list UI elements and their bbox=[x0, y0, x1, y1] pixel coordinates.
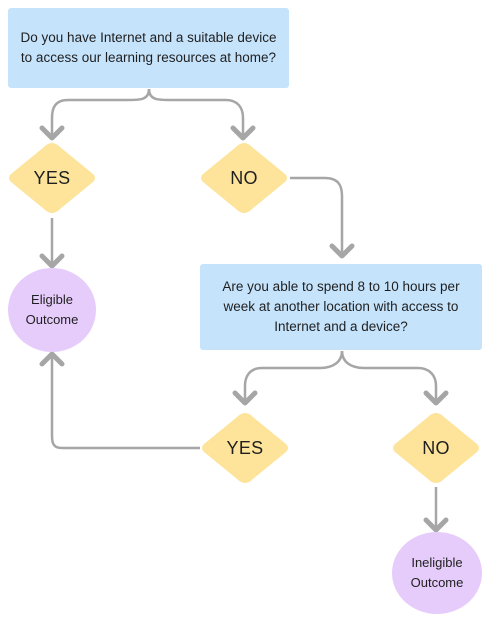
outcome-ineligible: Ineligible Outcome bbox=[392, 532, 482, 614]
question-line: to access our learning resources at home… bbox=[20, 50, 277, 65]
connector-q2-to-no bbox=[340, 350, 449, 406]
question-other-location: Are you able to spend 8 to 10 hours per … bbox=[200, 264, 482, 350]
connector-q2-to-yes bbox=[232, 350, 344, 406]
diamond-shape bbox=[393, 413, 479, 483]
connector-no-to-q2 bbox=[290, 176, 355, 259]
connector-yes2-to-eligible bbox=[39, 351, 200, 450]
decision-no-2: NO bbox=[391, 410, 481, 486]
question-line: Do you have Internet and a suitable devi… bbox=[20, 30, 277, 45]
question-line: Are you able to spend 8 to 10 hours per bbox=[222, 279, 460, 294]
question-line: Internet and a device? bbox=[274, 319, 408, 334]
diamond-shape bbox=[201, 143, 287, 213]
decision-yes-1: YES bbox=[7, 140, 97, 216]
decision-label: YES bbox=[33, 167, 71, 188]
outcome-line: Eligible bbox=[31, 292, 73, 307]
outcome-line: Outcome bbox=[25, 312, 79, 327]
question-internet-device: Do you have Internet and a suitable devi… bbox=[8, 8, 289, 88]
outcome-eligible: Eligible Outcome bbox=[8, 268, 96, 352]
diamond-shape bbox=[202, 413, 288, 483]
decision-label: NO bbox=[422, 437, 450, 458]
decision-no-1: NO bbox=[199, 140, 289, 216]
outcome-line: Outcome bbox=[410, 575, 464, 590]
connector-q1-to-no bbox=[147, 88, 256, 141]
decision-yes-2: YES bbox=[200, 410, 290, 486]
question-line: week at another location with access to bbox=[223, 299, 459, 314]
outcome-line: Ineligible bbox=[411, 555, 463, 570]
connector-q1-to-yes bbox=[39, 88, 151, 141]
decision-label: YES bbox=[226, 437, 264, 458]
decision-label: NO bbox=[230, 167, 258, 188]
diamond-shape bbox=[9, 143, 95, 213]
